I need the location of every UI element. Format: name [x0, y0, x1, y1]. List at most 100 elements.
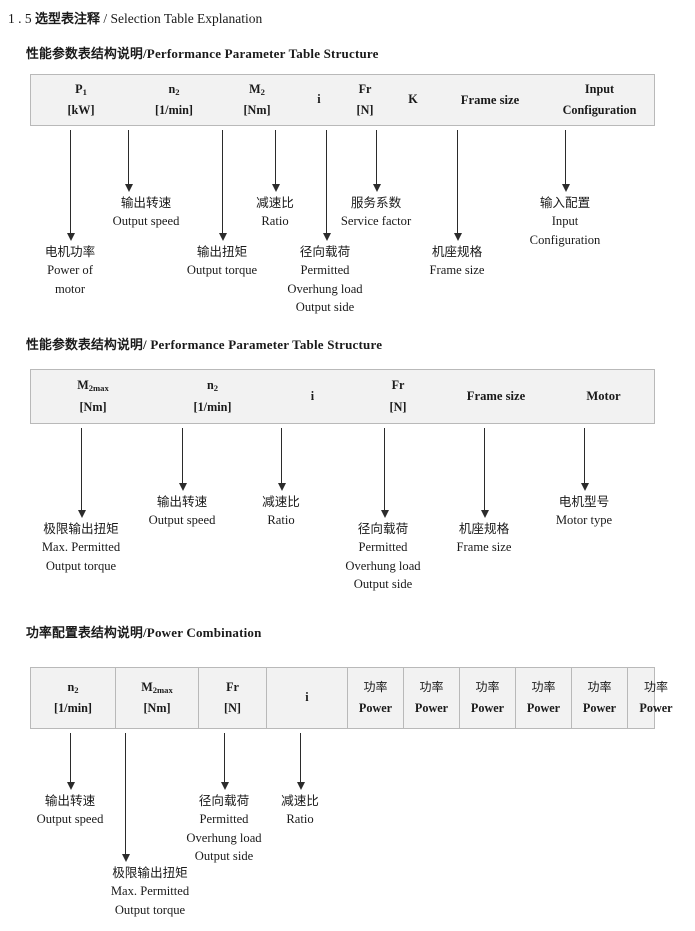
annotation-service-factor: 服务系数 Service factor: [341, 194, 411, 231]
table-2-col-m2max: M2max [Nm]: [31, 370, 155, 423]
table-1-col-i: i: [297, 75, 341, 125]
annotation-input-configuration-en-1: Input: [551, 214, 579, 229]
annotation-ratio-2-cn: 减速比: [262, 494, 300, 509]
annotation-ratio-2-en-1: Ratio: [267, 513, 295, 528]
section-2-heading-en: Performance Parameter Table Structure: [150, 337, 383, 352]
annotation-output-torque-en-1: Output torque: [186, 263, 258, 278]
annotation-service-factor-cn: 服务系数: [350, 195, 402, 210]
annotation-frame-size-2-en-1: Frame size: [456, 540, 512, 555]
arrow-to-frame-size: [453, 130, 462, 241]
table-3-col-m2max-unit: [Nm]: [143, 701, 171, 715]
table-3-col-i: i: [267, 668, 348, 728]
table-2-col-m2max-unit: [Nm]: [79, 399, 107, 414]
table-1-col-fr-unit: [N]: [356, 103, 374, 117]
annotation-power-of-motor-en-2: motor: [54, 281, 86, 296]
annotation-output-speed-3: 输出转速 Output speed: [37, 792, 104, 829]
table-1-col-input-line2: Configuration: [562, 103, 637, 117]
table-1-col-m2-unit: [Nm]: [243, 103, 271, 117]
arrow-to-overhung-load-3: [220, 733, 229, 790]
table-3-col-n2: n2 [1/min]: [31, 668, 116, 728]
annotation-ratio-3-en-1: Ratio: [286, 812, 314, 827]
table-2-col-n2-unit: [1/min]: [193, 399, 232, 414]
table-2-col-m2max-symbol: M2max: [77, 378, 109, 394]
performance-parameter-table-1: P1 [kW] n2 [1/min] M2 [Nm] i Fr [N] K Fr…: [30, 74, 655, 126]
annotation-overhung-load-3: 径向载荷 Permitted Overhung load Output side: [186, 792, 261, 865]
arrow-to-input-configuration: [561, 130, 570, 192]
annotation-max-output-torque-2-cn: 极限输出扭矩: [43, 521, 119, 536]
arrow-to-ratio-2: [277, 428, 286, 491]
table-3-col-m2max: M2max [Nm]: [116, 668, 199, 728]
table-3-col-fr-unit: [N]: [224, 701, 241, 715]
table-2-col-motor: Motor: [551, 370, 656, 423]
annotation-overhung-load-3-cn: 径向载荷: [198, 793, 250, 808]
table-1-col-m2: M2 [Nm]: [217, 75, 297, 125]
annotation-frame-size-2-cn: 机座规格: [458, 521, 510, 536]
annotation-ratio-3: 减速比 Ratio: [281, 792, 319, 829]
table-3-col-power-4-en: Power: [526, 700, 561, 715]
arrow-to-ratio: [271, 130, 280, 192]
annotation-max-output-torque-3: 极限输出扭矩 Max. Permitted Output torque: [111, 864, 189, 919]
arrow-to-overhung-load: [322, 130, 331, 241]
table-2-col-i: i: [270, 370, 355, 423]
annotation-overhung-load-en-3: Output side: [295, 299, 355, 314]
table-3-col-power-3-en: Power: [470, 700, 505, 715]
table-3-col-fr: Fr [N]: [199, 668, 267, 728]
annotation-overhung-load: 径向载荷 Permitted Overhung load Output side: [287, 243, 362, 316]
table-3-col-n2-unit: [1/min]: [54, 701, 92, 715]
annotation-overhung-load-3-en-2: Overhung load: [186, 830, 262, 845]
annotation-ratio-3-cn: 减速比: [281, 793, 319, 808]
table-3-col-power-3: 功率 Power: [460, 668, 516, 728]
section-1-heading-sep: /: [142, 46, 147, 61]
annotation-motor-type-2-en-1: Motor type: [555, 513, 613, 528]
annotation-input-configuration-en-2: Configuration: [529, 232, 601, 247]
table-2-col-i-symbol: i: [310, 388, 315, 403]
arrow-to-motor-type-2: [580, 428, 589, 491]
annotation-output-speed-2-en-1: Output speed: [148, 513, 216, 528]
page-title: 1 . 5 选型表注释 / Selection Table Explanatio…: [8, 8, 262, 27]
table-1-col-fr: Fr [N]: [341, 75, 389, 125]
annotation-motor-type-2-cn: 电机型号: [558, 494, 610, 509]
table-3-col-power-5: 功率 Power: [572, 668, 628, 728]
table-1-col-p1-unit: [kW]: [67, 103, 95, 117]
table-3-col-power-1-en: Power: [358, 700, 393, 715]
annotation-overhung-load-2: 径向载荷 Permitted Overhung load Output side: [345, 520, 420, 593]
page-title-separator: /: [103, 11, 108, 26]
table-3-col-power-1-cn: 功率: [363, 679, 388, 694]
table-1-col-k: K: [389, 75, 437, 125]
table-3-col-power-2-en: Power: [414, 700, 449, 715]
annotation-ratio-2: 减速比 Ratio: [262, 493, 300, 530]
section-1-heading-en: Performance Parameter Table Structure: [146, 46, 379, 61]
annotation-output-torque-cn: 输出扭矩: [196, 244, 248, 259]
annotation-max-output-torque-3-cn: 极限输出扭矩: [112, 865, 188, 880]
annotation-frame-size-2: 机座规格 Frame size: [457, 520, 512, 557]
section-2-heading: 性能参数表结构说明/ Performance Parameter Table S…: [26, 334, 382, 353]
section-3-heading-sep: /: [142, 625, 147, 640]
annotation-overhung-load-2-cn: 径向载荷: [357, 521, 409, 536]
annotation-power-of-motor-cn: 电机功率: [44, 244, 96, 259]
table-2-col-fr: Fr [N]: [355, 370, 441, 423]
arrow-to-output-speed-3: [66, 733, 75, 790]
annotation-overhung-load-en-1: Permitted: [300, 263, 350, 278]
arrow-to-service-factor: [372, 130, 381, 192]
arrow-to-output-speed: [124, 130, 133, 192]
arrow-to-overhung-load-2: [380, 428, 389, 518]
arrow-to-power-of-motor: [66, 130, 75, 241]
table-3-col-power-6-en: Power: [639, 700, 673, 715]
table-1-col-frame-size-label: Frame size: [460, 92, 520, 107]
annotation-overhung-load-3-en-3: Output side: [194, 848, 254, 863]
table-1-col-p1: P1 [kW]: [31, 75, 131, 125]
table-3-col-m2max-symbol: M2max: [141, 679, 173, 695]
annotation-overhung-load-2-en-3: Output side: [353, 576, 413, 591]
table-2-col-n2: n2 [1/min]: [155, 370, 270, 423]
annotation-motor-type-2: 电机型号 Motor type: [556, 493, 612, 530]
annotation-max-output-torque-3-en-2: Output torque: [114, 902, 186, 917]
table-3-col-power-6: 功率 Power: [628, 668, 684, 728]
annotation-input-configuration-cn: 输入配置: [539, 195, 591, 210]
table-3-col-n2-symbol: n2: [67, 679, 79, 695]
table-1-col-input-configuration: Input Configuration: [543, 75, 656, 125]
table-3-col-power-1: 功率 Power: [348, 668, 404, 728]
arrow-to-output-speed-2: [178, 428, 187, 491]
section-2-heading-cn: 性能参数表结构说明: [26, 338, 143, 353]
page-title-en: Selection Table Explanation: [110, 11, 263, 26]
table-3-col-power-4: 功率 Power: [516, 668, 572, 728]
